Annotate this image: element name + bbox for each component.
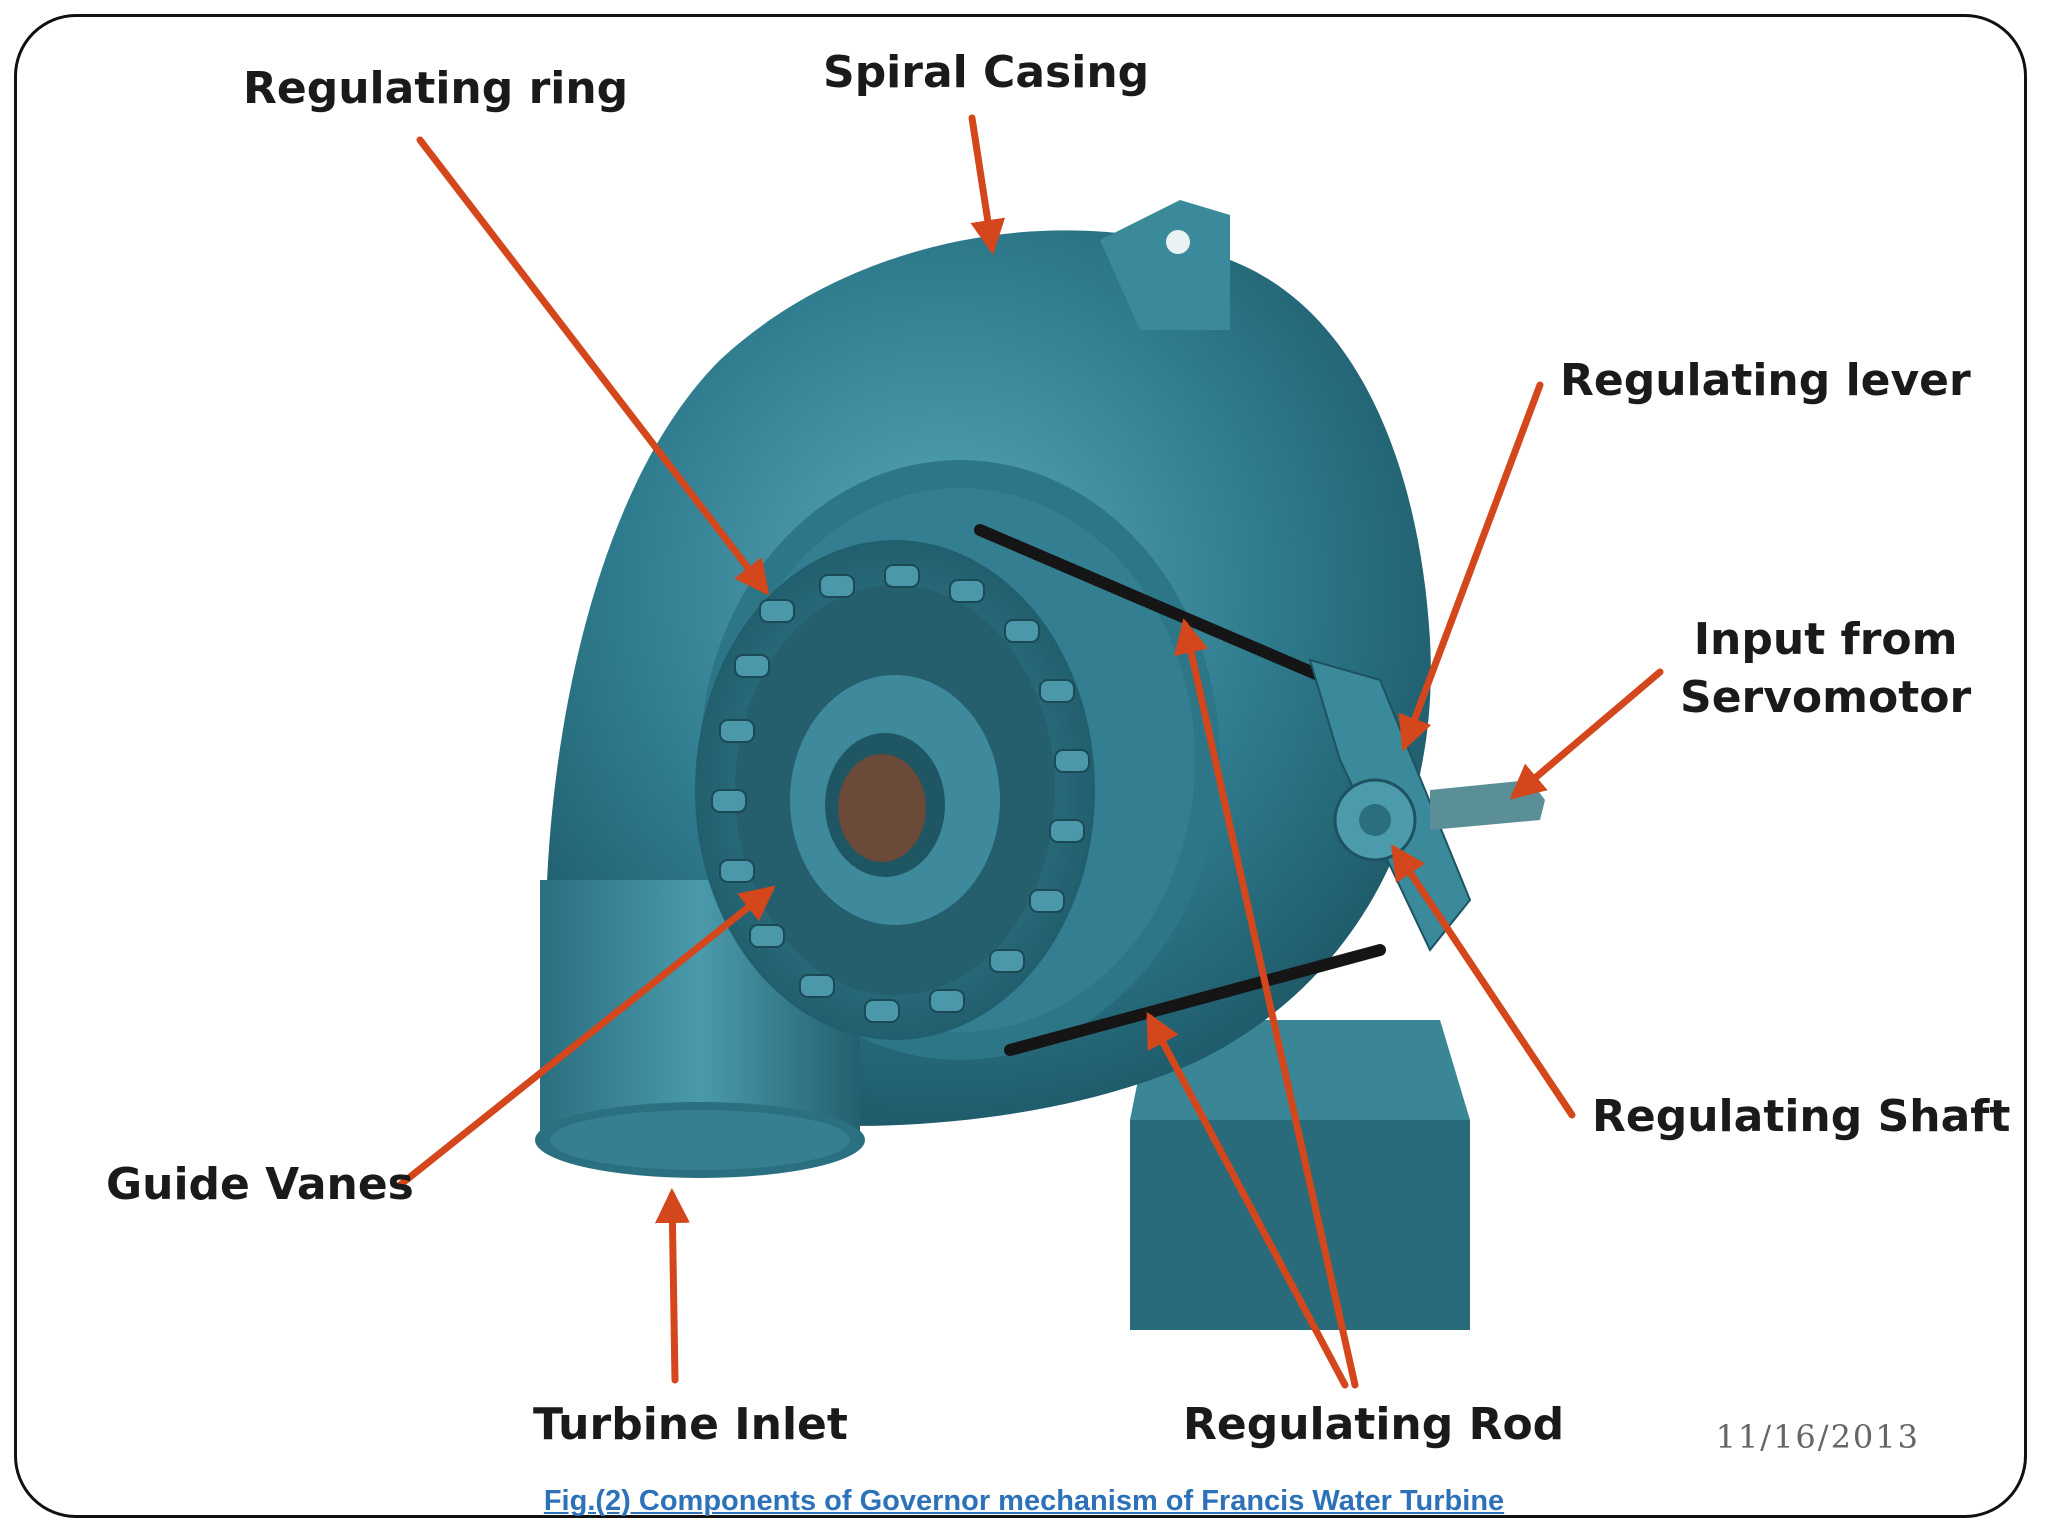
regulating-rod-upper xyxy=(974,524,1336,686)
label-guide-vanes: Guide Vanes xyxy=(106,1159,414,1210)
label-regulating-lever: Regulating lever xyxy=(1560,355,1971,406)
regulating-rod-lower xyxy=(1004,944,1386,1056)
arrow-turbine-inlet xyxy=(654,1188,690,1384)
guide-vane-links xyxy=(711,564,1090,1023)
arrow-regulating-ring xyxy=(416,136,770,596)
arrow-servomotor xyxy=(1509,668,1664,800)
label-regulating-ring: Regulating ring xyxy=(243,63,629,114)
callout-arrows xyxy=(396,114,1664,1389)
base-pedestal xyxy=(1130,1120,1470,1330)
slide-date: 11/16/2013 xyxy=(1715,1418,1920,1456)
label-regulating-shaft: Regulating Shaft xyxy=(1592,1091,2011,1142)
label-turbine-inlet: Turbine Inlet xyxy=(533,1399,848,1450)
label-spiral-casing: Spiral Casing xyxy=(823,47,1150,98)
figure-caption: Fig.(2) Components of Governor mechanism… xyxy=(543,1485,1505,1517)
arrow-regulating-rod-lower xyxy=(1146,1011,1349,1389)
label-input-line1: Input from xyxy=(1693,614,1958,665)
turbine-body xyxy=(535,200,1545,1330)
arrow-regulating-rod-upper xyxy=(1174,618,1359,1389)
label-input-line2: Servomotor xyxy=(1680,672,1972,723)
arrow-guide-vanes xyxy=(396,885,776,1189)
arrow-regulating-shaft xyxy=(1391,844,1576,1119)
arrow-regulating-lever xyxy=(1398,381,1544,752)
label-regulating-rod: Regulating Rod xyxy=(1183,1399,1565,1450)
label-input-from-servomotor: Input from Servomotor xyxy=(1680,611,1971,727)
arrow-spiral-casing xyxy=(968,114,1006,255)
